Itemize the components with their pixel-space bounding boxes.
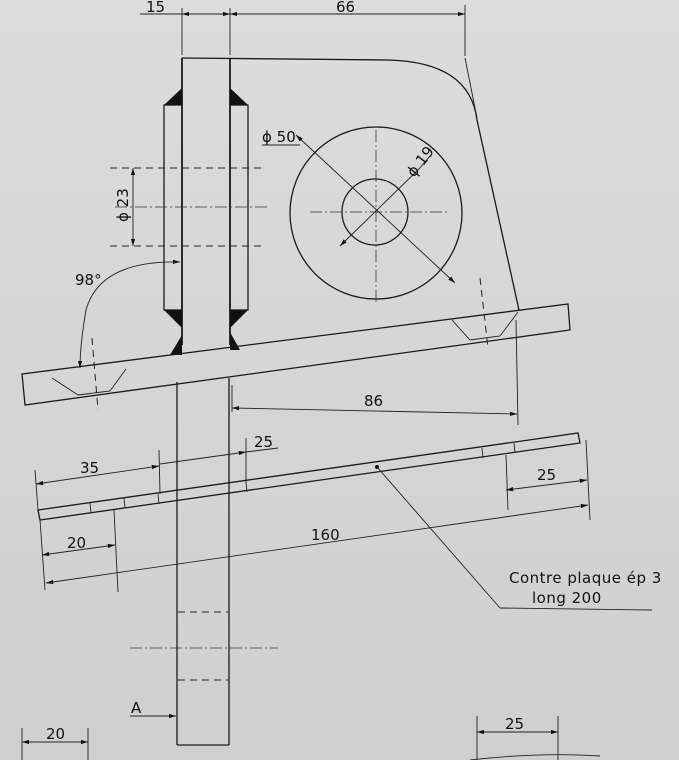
contre-plaque bbox=[37, 432, 581, 521]
hole-circles bbox=[262, 126, 463, 305]
dimension-labels: 15 66 ϕ 50 ϕ 19 ϕ 23 98° 86 35 25 25 20 … bbox=[46, 0, 662, 743]
dim-66: 66 bbox=[336, 0, 355, 16]
vertical-bar bbox=[130, 58, 278, 746]
note-contre-plaque: Contre plaque ép 3 bbox=[509, 569, 662, 587]
dim-20-bottom: 20 bbox=[46, 725, 65, 743]
dim-160: 160 bbox=[311, 526, 340, 544]
dim-25-bottom: 25 bbox=[505, 715, 524, 733]
note-long: long 200 bbox=[532, 589, 602, 607]
dim-35: 35 bbox=[80, 459, 99, 477]
dim-86: 86 bbox=[364, 392, 383, 410]
dim-25-upper: 25 bbox=[254, 433, 273, 451]
inclined-plate bbox=[21, 277, 571, 411]
dim-angle-98: 98° bbox=[75, 271, 102, 289]
gusset-plate bbox=[181, 57, 520, 311]
dimension-lines bbox=[21, 5, 653, 760]
dim-15: 15 bbox=[146, 0, 165, 16]
view-label-a: A bbox=[131, 699, 142, 717]
dim-25-right: 25 bbox=[537, 466, 556, 484]
side-ribs bbox=[110, 88, 270, 355]
dim-20-left: 20 bbox=[67, 534, 86, 552]
dim-phi50: ϕ 50 bbox=[262, 128, 296, 146]
dim-phi23: ϕ 23 bbox=[114, 188, 132, 222]
